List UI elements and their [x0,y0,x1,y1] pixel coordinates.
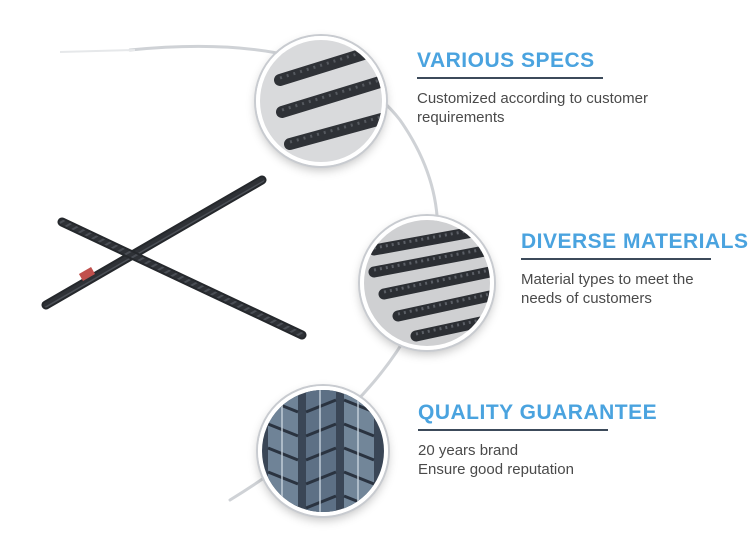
rebar-specs-photo [256,36,386,166]
description-line: Material types to meet the [521,271,694,288]
description-line: 20 years brand [418,442,519,459]
description-line: Ensure good reputation [418,461,574,478]
description-line: needs of customers [521,290,652,307]
title-underline [417,77,603,79]
feature-description: Customized according to customer require… [417,89,677,127]
feature-various-specs: VARIOUS SPECS Customized according to cu… [417,50,677,127]
description-line: Customized according to customer [417,90,648,107]
feature-title: DIVERSE MATERIALS [521,230,749,253]
description-line: requirements [417,109,505,126]
feature-title: QUALITY GUARANTEE [418,401,658,424]
title-underline [418,429,608,431]
rebar-materials-photo [360,216,494,350]
feature-title: VARIOUS SPECS [417,49,595,72]
feature-description: 20 years brand Ensure good reputation [418,441,678,479]
feature-description: Material types to meet the needs of cust… [521,270,746,308]
rebar-quality-photo [258,386,388,516]
title-underline [521,258,711,260]
feature-quality-guarantee: QUALITY GUARANTEE 20 years brand Ensure … [418,402,678,479]
feature-diverse-materials: DIVERSE MATERIALS Material types to meet… [521,230,749,308]
